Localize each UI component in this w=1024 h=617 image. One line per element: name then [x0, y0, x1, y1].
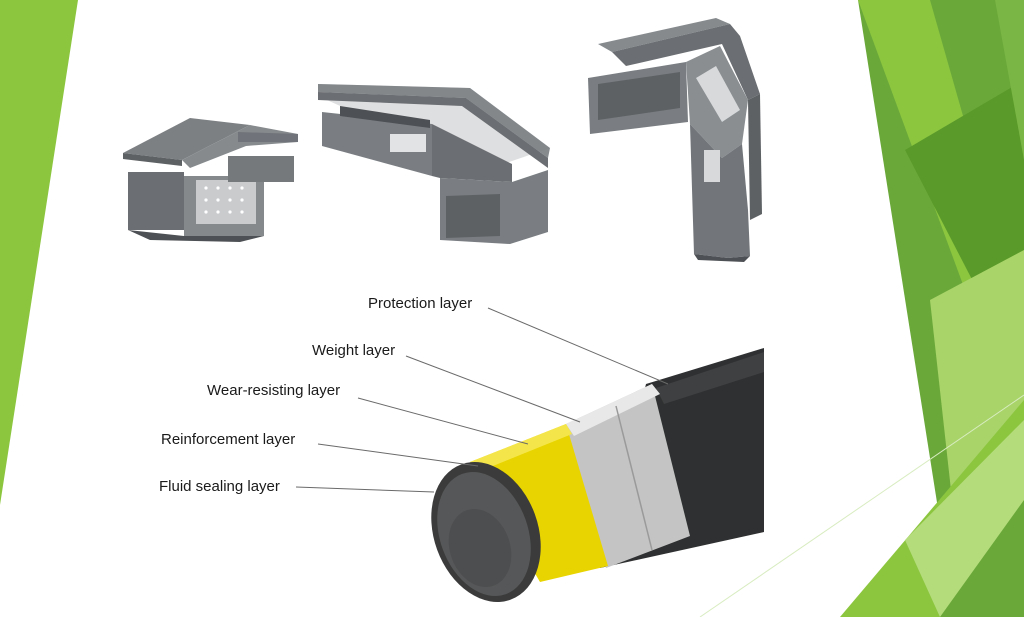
cable-tray-vertical-elbow-illustration [588, 18, 762, 262]
left-green-stripe [0, 0, 78, 505]
right-green-facets [699, 0, 1024, 617]
cable-tray-tee-illustration [123, 118, 298, 242]
cable-tray-elbow-illustration [318, 84, 550, 244]
layered-pipe-illustration [431, 348, 764, 602]
label-fluid-sealing-layer: Fluid sealing layer [159, 478, 280, 495]
leader-line-wear [357, 397, 529, 445]
label-reinforcement-layer: Reinforcement layer [161, 431, 296, 448]
leader-lines [295, 307, 669, 493]
label-weight-layer: Weight layer [312, 342, 396, 359]
label-wear-resisting-layer: Wear-resisting layer [207, 382, 341, 399]
leader-line-reinforcement [317, 443, 479, 467]
leader-line-weight [405, 355, 581, 423]
leader-line-fluid-sealing [295, 486, 435, 493]
leader-line-protection [487, 307, 669, 385]
label-protection-layer: Protection layer [368, 295, 473, 312]
